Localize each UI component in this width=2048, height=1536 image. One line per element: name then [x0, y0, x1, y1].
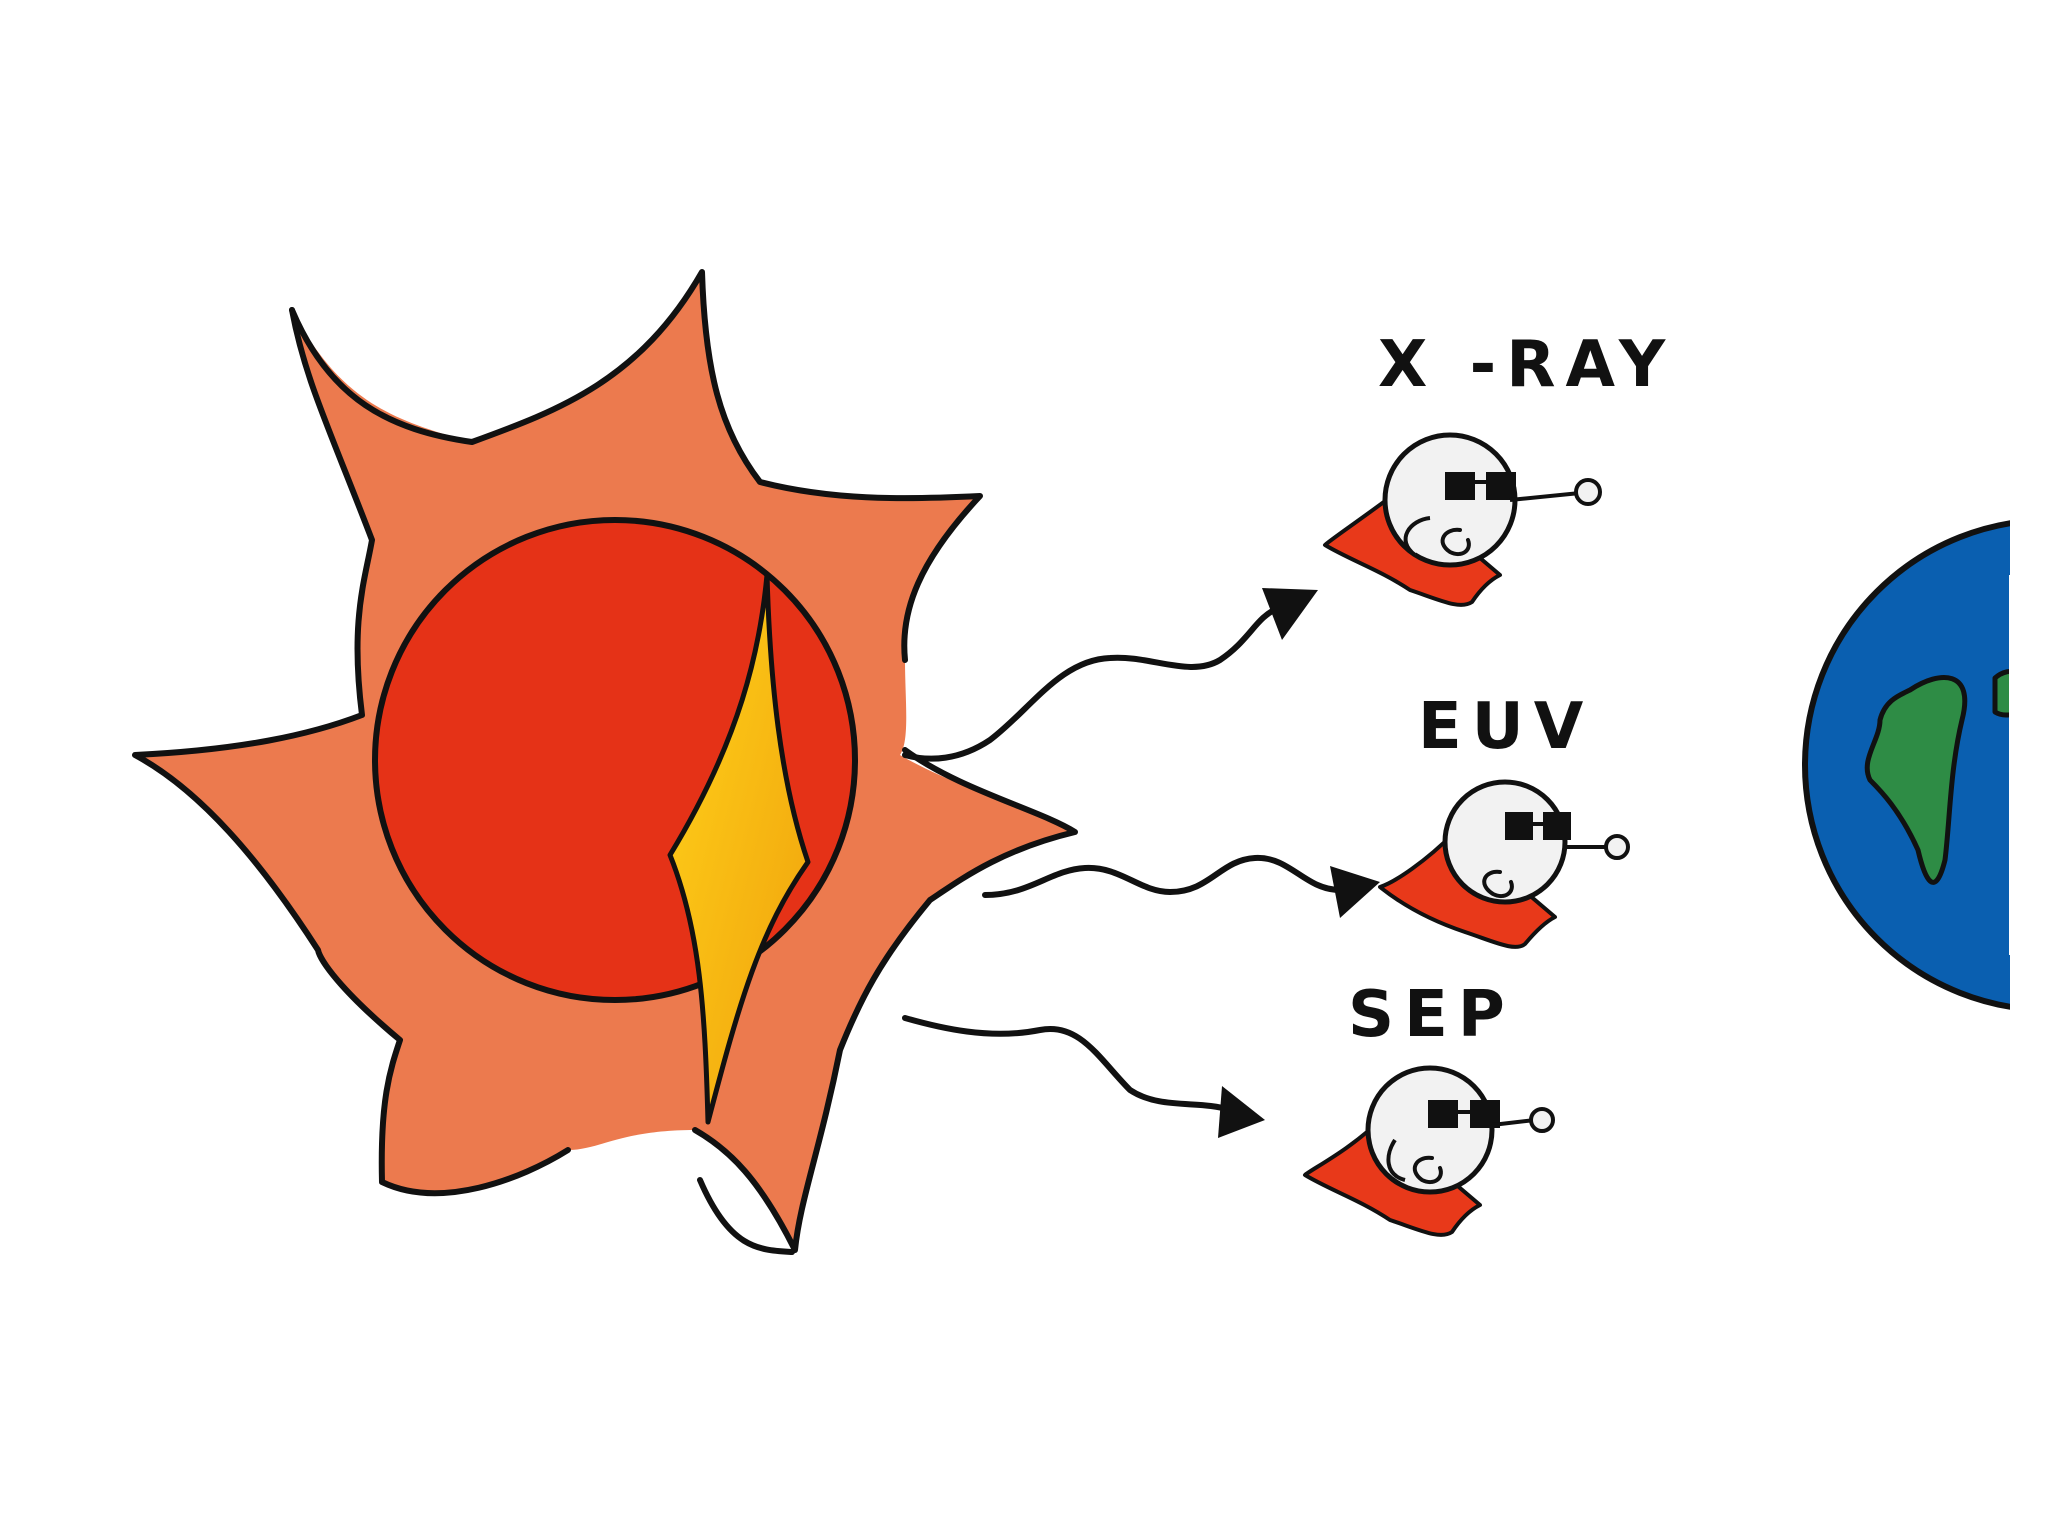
xray-hero [1323, 432, 1602, 607]
hero-arm [1403, 516, 1431, 557]
hero-sunglasses [1486, 472, 1516, 500]
xray-wave-arrow [902, 605, 1281, 762]
hero-mouth [1482, 869, 1514, 899]
hero-antenna-ball [1529, 1107, 1555, 1133]
sun-ray-outline [289, 269, 983, 663]
hero-sunglasses [1505, 812, 1533, 840]
xray-arrowhead [1262, 588, 1318, 640]
xray-label: X -RAY [1378, 328, 1675, 402]
hero-antenna-ball [1574, 478, 1602, 506]
sun [132, 269, 1078, 1255]
sun-ray-outline [697, 1177, 795, 1255]
hero-arm [1386, 1138, 1406, 1182]
hero-head [1365, 1065, 1495, 1195]
euv-hero [1378, 779, 1630, 949]
hero-antenna-ball [1604, 834, 1630, 860]
euv-arrowhead [1330, 866, 1380, 918]
sep-hero [1303, 1065, 1555, 1237]
hero-mouth [1440, 527, 1471, 557]
sun-ray-outline [692, 747, 1078, 1253]
hero-sunglasses [1428, 1100, 1458, 1128]
earth-continent [1864, 675, 1968, 885]
sep-wave-arrow [902, 1015, 1233, 1113]
earth-continent [1992, 669, 2010, 718]
sep-arrowhead [1218, 1086, 1265, 1138]
sep-label: SEP [1348, 978, 1515, 1052]
solar-flare [667, 572, 811, 1125]
hero-sunglasses [1445, 472, 1475, 500]
hero-head [1442, 779, 1568, 905]
hero-mouth [1412, 1155, 1443, 1185]
euv-label: EUV [1418, 690, 1593, 764]
hero-sunglasses [1543, 812, 1571, 840]
radiation-arrows [902, 588, 1380, 1138]
euv-wave-arrow [982, 854, 1343, 898]
earth [1802, 520, 2010, 1010]
sun-ray-outline [132, 307, 571, 1197]
